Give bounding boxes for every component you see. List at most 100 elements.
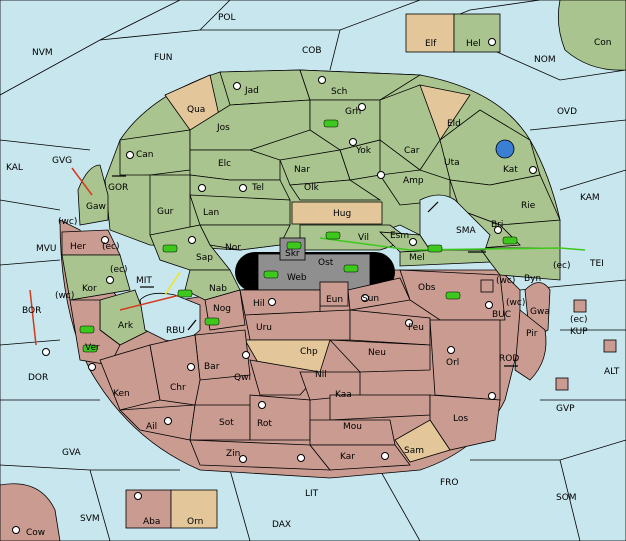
svg-text:Mel: Mel (409, 253, 425, 263)
svg-text:Qwi: Qwi (234, 373, 251, 383)
label-som: SOM (556, 493, 577, 503)
svg-text:Sot: Sot (219, 418, 234, 428)
svg-text:Cow: Cow (26, 528, 45, 538)
svg-text:Bri: Bri (491, 220, 503, 230)
army-icon (323, 119, 339, 128)
sea-labels: POL NVM FUN COB NOM OVD KAL KAM GVG GOR … (6, 13, 620, 530)
army-icon (263, 270, 279, 279)
label-nom: NOM (534, 55, 556, 65)
svg-text:Jad: Jad (244, 86, 259, 96)
label-mit: MIT (136, 276, 152, 286)
svg-text:Aba: Aba (143, 517, 160, 527)
svg-text:Kar: Kar (340, 452, 355, 462)
army-icon (343, 264, 359, 273)
land-labels: Con Cow Elf Hel Aba Orn Jad Sch Qua Grh … (26, 38, 612, 538)
svg-text:Gwa: Gwa (530, 307, 550, 317)
svg-text:Jos: Jos (216, 123, 230, 133)
svg-text:Kat: Kat (503, 165, 518, 175)
label-alt: ALT (604, 367, 620, 377)
label-nvm: NVM (32, 48, 53, 58)
svg-text:Qua: Qua (187, 105, 205, 115)
svg-text:Ail: Ail (146, 422, 157, 432)
svg-text:Los: Los (453, 414, 468, 424)
label-rod: ROD (499, 354, 519, 364)
label-bor: BOR (22, 306, 41, 316)
red-move-line-2 (29, 289, 37, 346)
straits-arrows (112, 175, 518, 367)
svg-text:Chr: Chr (170, 383, 186, 393)
province-kor[interactable] (61, 254, 131, 301)
svg-text:Nor: Nor (225, 243, 241, 253)
label-gor: GOR (108, 183, 128, 193)
province-sam (394, 419, 451, 463)
province-orn[interactable] (170, 489, 218, 529)
province-pir[interactable] (514, 309, 547, 381)
label-sma: SMA (456, 226, 476, 236)
label-lit: LIT (305, 489, 319, 499)
svg-text:Amp: Amp (403, 176, 424, 186)
army-icon (204, 317, 220, 326)
label-gva: GVA (62, 448, 82, 458)
supply-centers (12, 38, 537, 534)
label-kup: KUP (570, 327, 588, 337)
province-elf[interactable] (405, 13, 455, 53)
yellow-move-line (164, 271, 181, 296)
svg-text:Vil: Vil (358, 233, 369, 243)
svg-text:Neu: Neu (368, 348, 386, 358)
army-icon (445, 291, 461, 300)
svg-text:(ec): (ec) (102, 242, 120, 252)
svg-text:Web: Web (287, 273, 307, 283)
province-con[interactable] (557, 0, 626, 71)
svg-text:Orl: Orl (446, 358, 459, 368)
svg-text:Grh: Grh (345, 107, 361, 117)
svg-text:Feu: Feu (408, 323, 424, 333)
province-eun[interactable] (319, 281, 349, 307)
province-gaw[interactable] (77, 164, 109, 226)
svg-text:Con: Con (594, 38, 612, 48)
red-move-line-1 (71, 167, 93, 196)
province-aba[interactable] (125, 489, 172, 529)
units[interactable] (79, 119, 518, 353)
sea-depots (480, 279, 617, 391)
svg-text:Gur: Gur (157, 207, 174, 217)
svg-text:Eun: Eun (326, 295, 343, 305)
svg-text:Uru: Uru (256, 323, 272, 333)
svg-text:Hil: Hil (253, 299, 265, 309)
svg-text:Kaa: Kaa (335, 390, 352, 400)
army-icon (427, 244, 443, 253)
coast-tags: (wc) (ec) (ec) (wc) (wc) (ec) (ec) (wc) (55, 217, 588, 325)
svg-text:Rot: Rot (257, 419, 272, 429)
label-svm: SVM (80, 514, 100, 524)
svg-text:(wc): (wc) (58, 217, 77, 227)
svg-text:(wc): (wc) (506, 298, 525, 308)
fleet-icon (495, 139, 515, 159)
svg-text:Ost: Ost (318, 258, 334, 268)
label-tei: TEI (589, 259, 604, 269)
svg-text:Yok: Yok (355, 146, 372, 156)
label-cob: COB (302, 46, 322, 56)
svg-text:Pir: Pir (526, 329, 538, 339)
army-icon (286, 241, 302, 250)
svg-text:Hug: Hug (333, 209, 351, 219)
svg-text:Orn: Orn (187, 517, 203, 527)
svg-text:(wc): (wc) (496, 276, 515, 286)
svg-text:Chp: Chp (300, 347, 318, 357)
svg-text:Sun: Sun (362, 294, 379, 304)
svg-text:Nil: Nil (315, 370, 327, 380)
label-mvu: MVU (36, 244, 57, 254)
army-icon (177, 289, 193, 298)
label-gvg: GVG (52, 156, 72, 166)
red-provinces (99, 269, 506, 471)
svg-text:Sch: Sch (331, 87, 347, 97)
svg-text:Mou: Mou (343, 422, 362, 432)
svg-text:Nar: Nar (294, 165, 310, 175)
label-dax: DAX (272, 520, 291, 530)
province-ver[interactable] (69, 299, 121, 366)
svg-text:Gaw: Gaw (86, 202, 106, 212)
svg-text:Esm: Esm (390, 231, 409, 241)
svg-text:Rie: Rie (521, 201, 536, 211)
green-provinces (119, 69, 561, 281)
svg-text:Olk: Olk (304, 183, 320, 193)
